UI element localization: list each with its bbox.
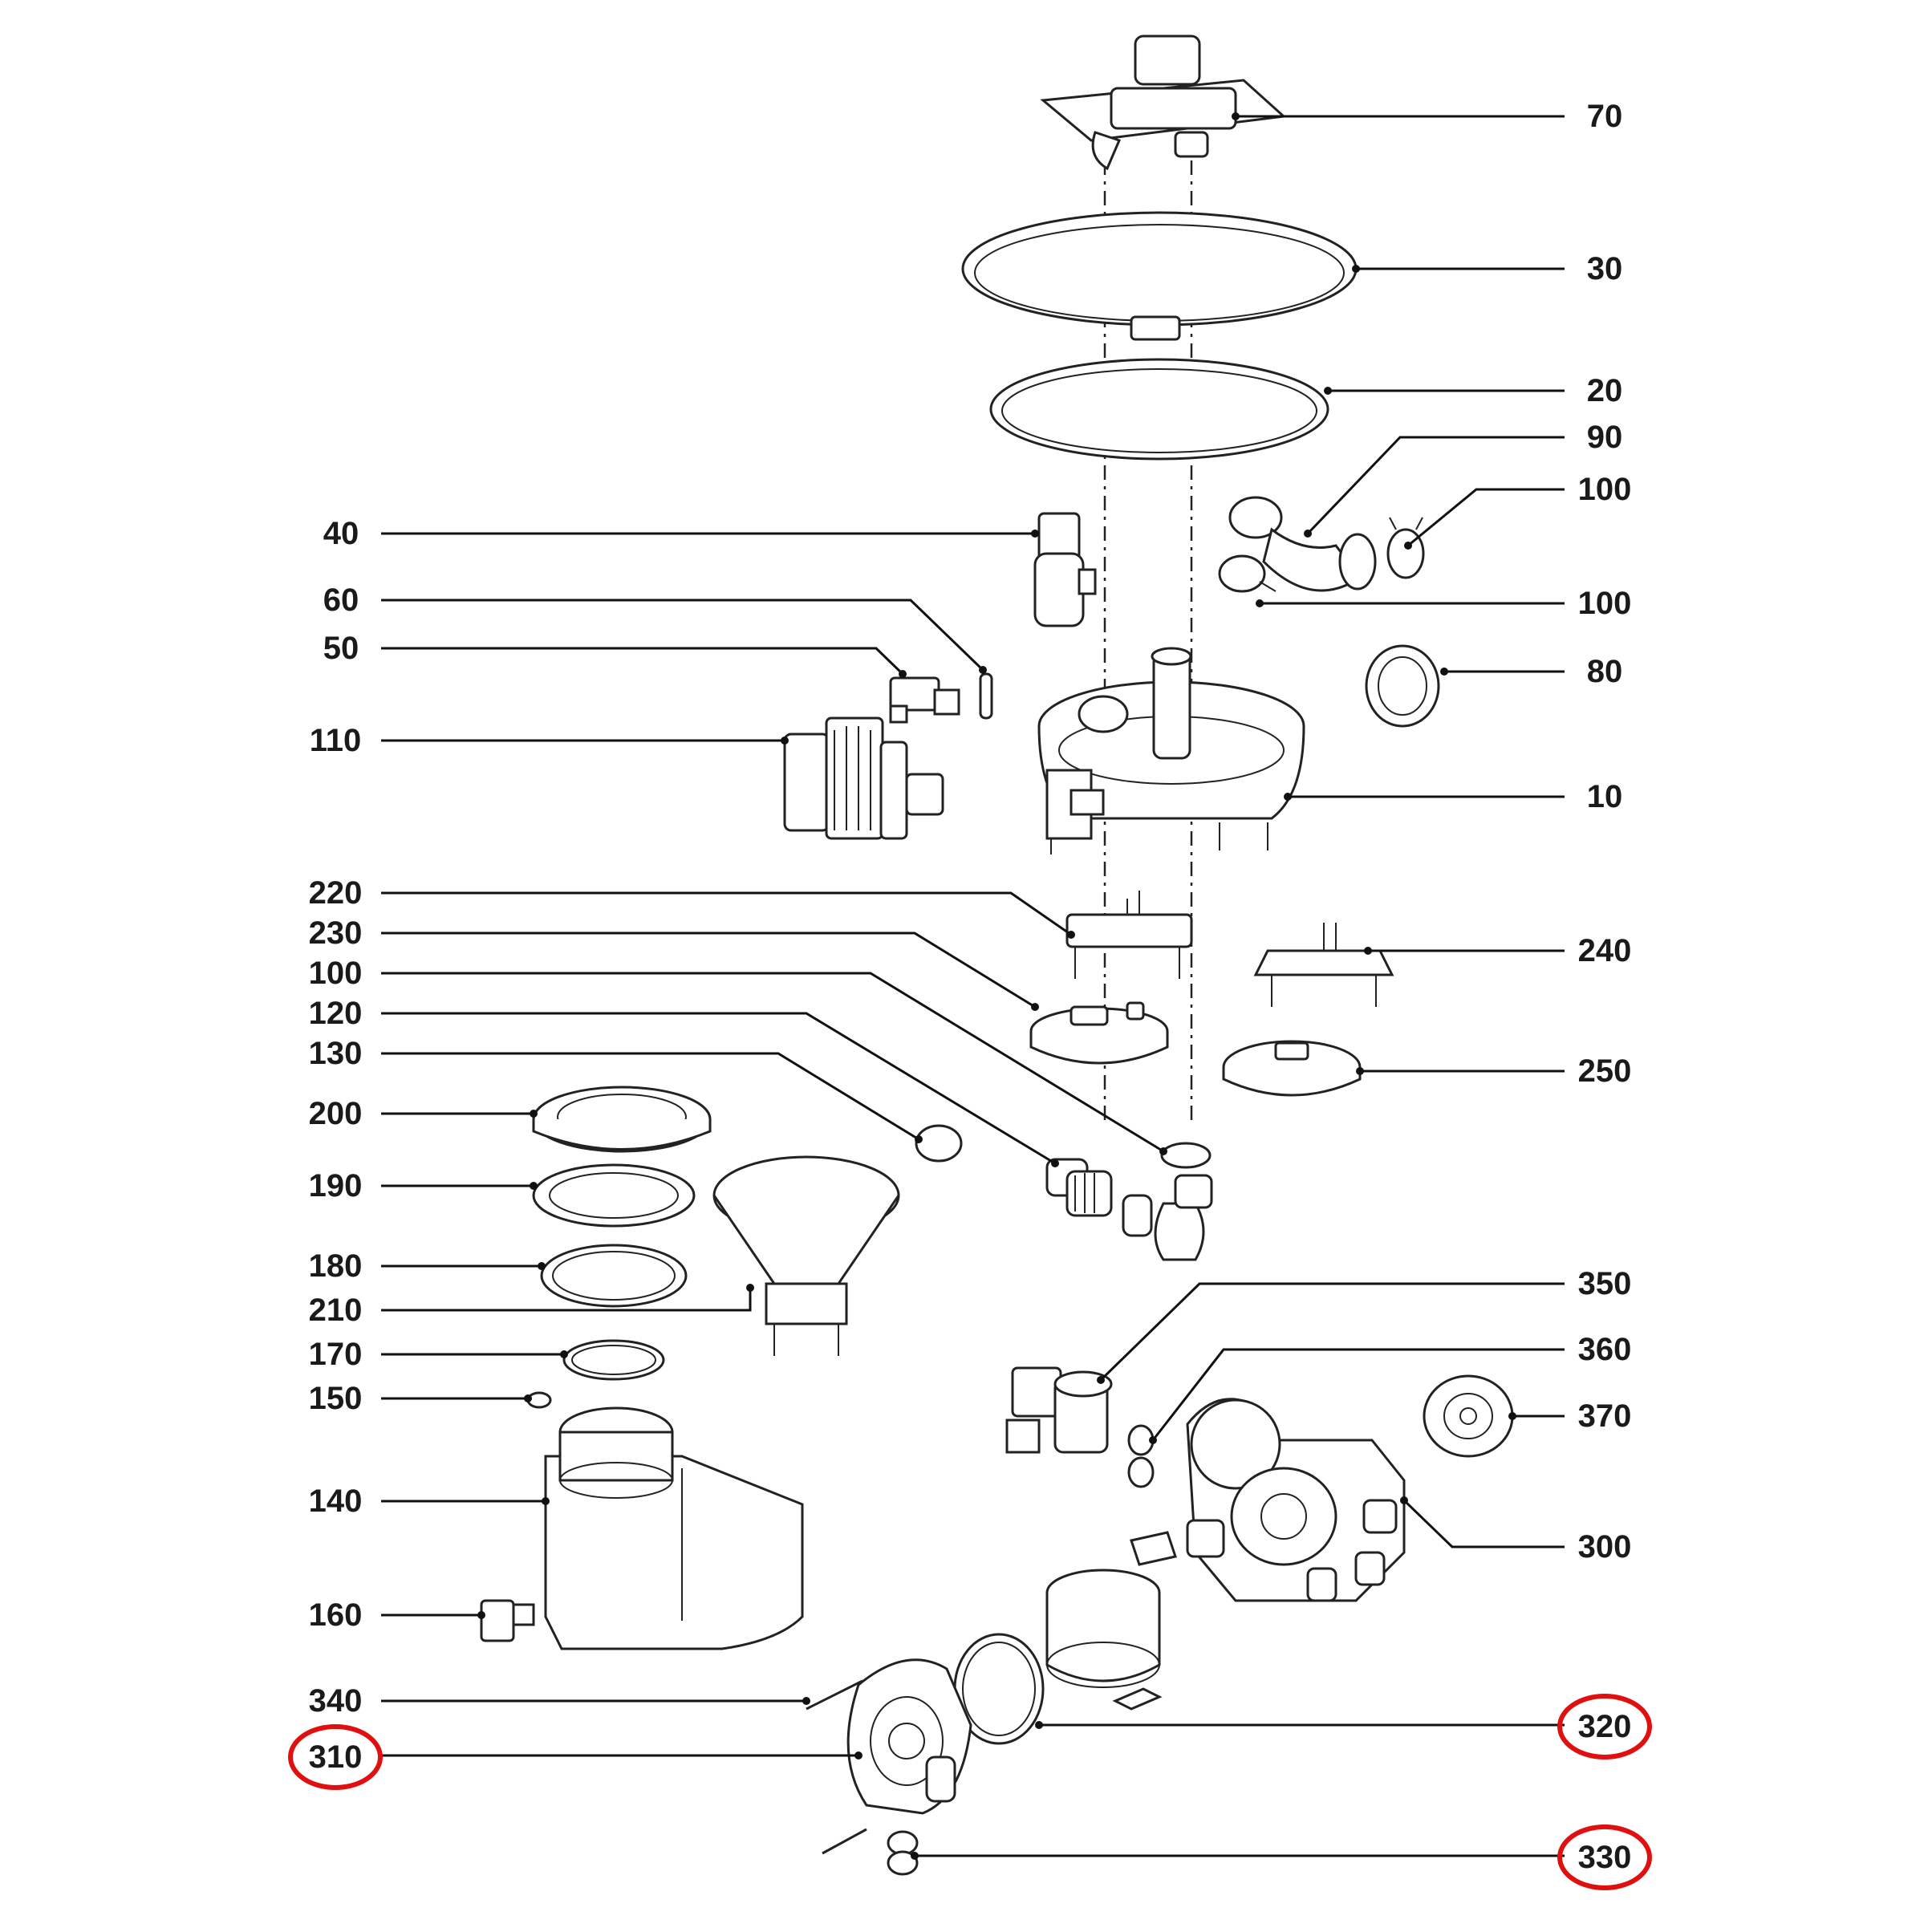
part-190-nut-ring xyxy=(532,1163,696,1228)
part-160-clip xyxy=(480,1599,535,1642)
label-130: 130 xyxy=(309,1036,363,1071)
label-50: 50 xyxy=(323,631,359,666)
part-250-cover xyxy=(1222,1040,1362,1097)
part-220-bracket xyxy=(1065,891,1193,979)
part-370-cover xyxy=(1423,1374,1514,1458)
label-100-lower: 100 xyxy=(309,956,363,991)
label-70: 70 xyxy=(1587,99,1623,134)
label-160: 160 xyxy=(309,1597,363,1633)
part-40-sensor xyxy=(1033,512,1097,627)
part-70-top-plate xyxy=(1040,34,1287,171)
part-110-motor xyxy=(783,716,944,840)
leader-dots xyxy=(477,112,1516,1860)
part-300-pump-housing xyxy=(1186,1398,1406,1602)
label-210: 210 xyxy=(309,1293,363,1328)
label-240: 240 xyxy=(1578,933,1632,968)
label-300: 300 xyxy=(1578,1529,1632,1565)
part-230-disc xyxy=(1029,1001,1169,1065)
part-330-seal xyxy=(887,1830,919,1876)
part-80-fitting xyxy=(1365,644,1440,728)
part-60-seal xyxy=(979,672,993,720)
part-170-o-ring xyxy=(562,1339,665,1381)
label-80: 80 xyxy=(1587,654,1623,689)
label-340: 340 xyxy=(309,1683,363,1719)
label-250: 250 xyxy=(1578,1053,1632,1089)
part-20-gasket-ring xyxy=(989,358,1329,461)
part-310-pump-cover xyxy=(846,1658,972,1815)
label-120: 120 xyxy=(309,996,363,1031)
label-170: 170 xyxy=(309,1337,363,1372)
label-190: 190 xyxy=(309,1168,363,1203)
part-100-hose-clip-lower xyxy=(1160,1142,1212,1169)
label-100-upper: 100 xyxy=(1578,472,1632,507)
part-200-cap xyxy=(532,1086,712,1153)
highlight-circles xyxy=(288,1694,1652,1890)
part-360-o-rings xyxy=(1127,1424,1155,1488)
label-360: 360 xyxy=(1578,1332,1632,1367)
part-130-clamp xyxy=(915,1124,963,1163)
label-20: 20 xyxy=(1587,373,1623,408)
label-150: 150 xyxy=(309,1381,363,1416)
label-30: 30 xyxy=(1587,251,1623,286)
label-110: 110 xyxy=(310,723,362,758)
part-240-bracket xyxy=(1253,923,1394,1007)
label-60: 60 xyxy=(323,582,359,618)
highlight-310 xyxy=(288,1724,383,1790)
label-10: 10 xyxy=(1587,779,1623,814)
part-labels: 70 30 20 90 100 100 80 10 240 250 350 36… xyxy=(309,99,1632,1875)
part-180-seal-ring xyxy=(540,1244,688,1308)
part-120-hose xyxy=(1045,1158,1213,1261)
label-140: 140 xyxy=(309,1484,363,1519)
part-nut-large xyxy=(1045,1569,1161,1688)
label-320: 320 xyxy=(1578,1709,1632,1744)
part-10-sump xyxy=(1037,647,1305,854)
label-230: 230 xyxy=(309,915,363,951)
part-30-clamp-ring xyxy=(961,211,1358,341)
highlight-330 xyxy=(1557,1824,1652,1890)
label-100-mid: 100 xyxy=(1578,586,1632,621)
part-140-housing xyxy=(544,1406,804,1650)
part-90-hose xyxy=(1228,496,1377,592)
label-370: 370 xyxy=(1578,1398,1632,1434)
part-100-hose-clip-mid xyxy=(1218,554,1276,593)
part-210-filter-funnel xyxy=(712,1155,900,1356)
highlight-320 xyxy=(1557,1694,1652,1760)
label-350: 350 xyxy=(1578,1266,1632,1301)
part-340-screws xyxy=(806,1679,867,1855)
part-shim-small xyxy=(1112,1531,1177,1711)
label-180: 180 xyxy=(309,1248,363,1284)
label-310: 310 xyxy=(309,1739,363,1775)
label-40: 40 xyxy=(323,516,359,551)
leader-lines xyxy=(381,115,1565,1857)
label-90: 90 xyxy=(1587,420,1623,455)
part-50-switch xyxy=(889,676,960,724)
label-220: 220 xyxy=(309,875,363,911)
part-350-valve xyxy=(1005,1366,1113,1454)
label-330: 330 xyxy=(1578,1840,1632,1875)
label-200: 200 xyxy=(309,1096,363,1131)
